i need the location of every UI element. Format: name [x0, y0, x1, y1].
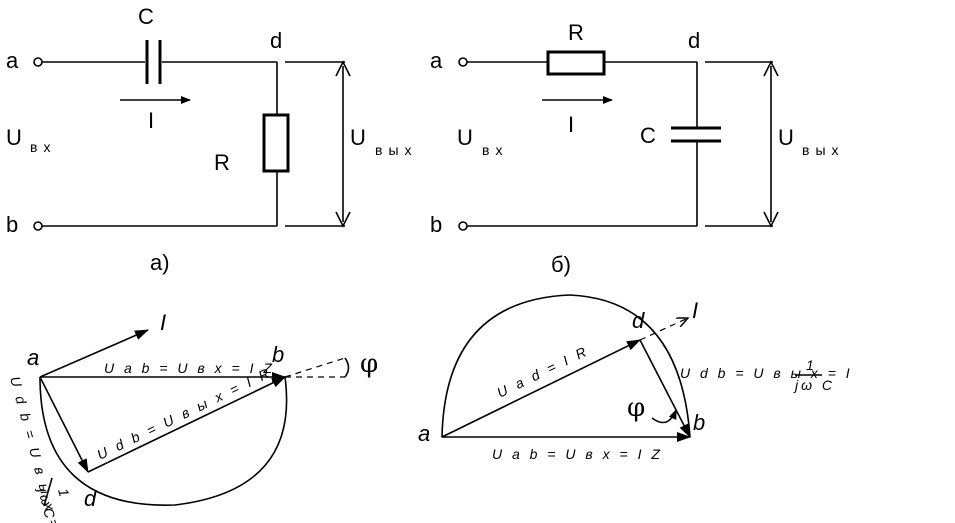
- node-d-label: d: [688, 28, 700, 53]
- uin-sub: вх: [30, 139, 56, 155]
- uout-label: U: [350, 125, 366, 150]
- resistor-label: R: [214, 150, 230, 175]
- terminal-b: [458, 221, 468, 231]
- current-label: I: [568, 112, 574, 137]
- current-vector: [39, 329, 149, 378]
- frac-num: 1: [806, 357, 817, 373]
- uin-sub: вх: [482, 142, 508, 158]
- locus-semicircle: [441, 294, 691, 438]
- node-a-label: a: [430, 48, 443, 73]
- point-d-label: d: [632, 308, 645, 333]
- vector-diagram-a: I a b d U a b = U в х = I Z U d b = U в …: [7, 310, 378, 523]
- phi-label: φ: [360, 349, 378, 379]
- output-arrow-up: [763, 60, 779, 77]
- point-a-label: a: [418, 421, 430, 446]
- current-label: I: [692, 298, 698, 323]
- vector-diagram-b: I a b d U a d = I R U a b = U в х = I Z …: [418, 294, 853, 462]
- terminal-a: [458, 57, 468, 67]
- current-direction-dashed: [284, 357, 346, 378]
- phi-arc: [651, 409, 677, 424]
- terminal-b: [33, 221, 43, 231]
- current-label: I: [160, 310, 166, 335]
- capacitor-label: C: [640, 123, 656, 148]
- current-label: I: [148, 108, 154, 133]
- node-d-label: d: [270, 28, 282, 53]
- uad-vector: [39, 376, 89, 473]
- point-b-label: b: [272, 342, 284, 367]
- uin-label: U: [457, 125, 473, 150]
- udb-vector: [87, 376, 286, 473]
- uab-label: U a b = U в х = I Z: [104, 360, 275, 376]
- output-arrow-up: [335, 60, 351, 77]
- output-arrow-down: [335, 211, 351, 228]
- uout-sub: вых: [802, 142, 845, 158]
- node-b-label: b: [430, 212, 442, 237]
- uout-sub: вых: [375, 142, 418, 158]
- point-a-label: a: [27, 345, 39, 370]
- current-direction-dashed: [639, 318, 688, 341]
- caption-b: б): [551, 252, 571, 277]
- fraction-bar-a: [43, 477, 53, 507]
- frac-num: 1: [55, 487, 73, 502]
- phi-label: φ: [627, 393, 645, 423]
- caption-a: а): [150, 250, 170, 275]
- udb-label: U d b = U в ы х = I: [680, 365, 853, 381]
- node-a-label: a: [6, 48, 19, 73]
- udb-vector: [639, 339, 691, 438]
- output-arrow-down: [763, 211, 779, 228]
- udb-label: U d b = U в ы х = I R: [94, 364, 274, 463]
- node-b-label: b: [6, 212, 18, 237]
- frac-den: jω C: [793, 377, 835, 393]
- capacitor-label: C: [138, 4, 154, 29]
- point-d-label: d: [84, 486, 97, 511]
- circuit-a: a C I d R b U вх U вых а): [6, 4, 418, 275]
- resistor: [546, 50, 606, 76]
- uad-vector: [441, 339, 641, 438]
- uin-label: U: [6, 125, 22, 150]
- locus-semicircle: [39, 376, 288, 506]
- phi-arc: [344, 357, 350, 378]
- point-b-label: b: [693, 410, 705, 435]
- uab-label: U a b = U в х = I Z: [492, 446, 663, 462]
- uout-label: U: [778, 125, 794, 150]
- circuit-b: a R I d C b U вх U вых б): [430, 20, 845, 277]
- resistor-label: R: [568, 20, 584, 45]
- terminal-a: [33, 57, 43, 67]
- resistor: [262, 113, 290, 173]
